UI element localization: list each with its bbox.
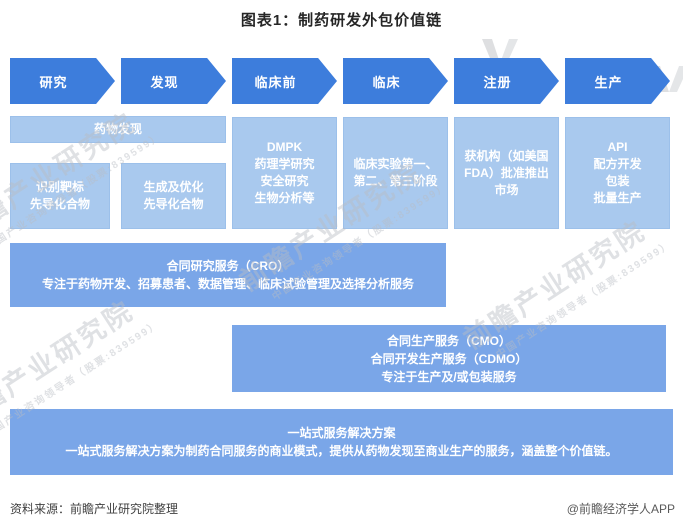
box-regulatory-approval: 获机构（如美国FDA）批准推出市场 [454, 117, 559, 229]
band-cmo-cdmo: 合同生产服务（CMO） 合同开发生产服务（CDMO） 专注于生产及/或包装服务 [232, 325, 666, 392]
qianzhan-v-logo-icon [482, 39, 518, 63]
stage-label: 生产 [594, 74, 623, 90]
stage-arrow-research: 研究 [10, 58, 115, 104]
box-drug-discovery: 药物发现 [10, 116, 226, 143]
box-generate-optimize: 生成及优化 先导化合物 [121, 163, 226, 229]
stage-arrow-preclinical: 临床前 [232, 58, 337, 104]
source-note: 资料来源：前瞻产业研究院整理 [10, 502, 179, 516]
one-stop-title: 一站式服务解决方案 [287, 426, 396, 440]
stage-label: 研究 [39, 74, 68, 90]
cro-title: 合同研究服务（CRO） [166, 259, 290, 273]
box-dmpk-services: DMPK 药理学研究 安全研究 生物分析等 [232, 117, 337, 229]
stage-arrow-registration: 注册 [454, 58, 559, 104]
stage-arrow-production: 生产 [565, 58, 670, 104]
one-stop-description: 一站式服务解决方案为制药合同服务的商业模式，提供从药物发现至商业生产的服务，涵盖… [65, 444, 618, 458]
stage-label: 临床 [372, 74, 401, 90]
box-clinical-trials: 临床实验第一、第二、第三阶段 [343, 117, 448, 229]
stage-label: 临床前 [254, 74, 297, 90]
box-api-production: API 配方开发 包装 批量生产 [565, 117, 670, 229]
box-identify-target: 识别靶标 先导化合物 [10, 163, 110, 229]
credit-note: @前瞻经济学人APP [566, 502, 675, 516]
chart-title: 图表1：制药研发外包价值链 [240, 12, 443, 29]
stage-arrow-clinical: 临床 [343, 58, 448, 104]
stage-arrow-discovery: 发现 [121, 58, 226, 104]
band-cro: 合同研究服务（CRO） 专注于药物开发、招募患者、数据管理、临床试验管理及选择分… [10, 243, 446, 307]
stage-label: 发现 [150, 74, 179, 90]
stage-label: 注册 [483, 74, 512, 90]
band-one-stop: 一站式服务解决方案 一站式服务解决方案为制药合同服务的商业模式，提供从药物发现至… [10, 409, 673, 475]
cro-description: 专注于药物开发、招募患者、数据管理、临床试验管理及选择分析服务 [41, 277, 414, 291]
